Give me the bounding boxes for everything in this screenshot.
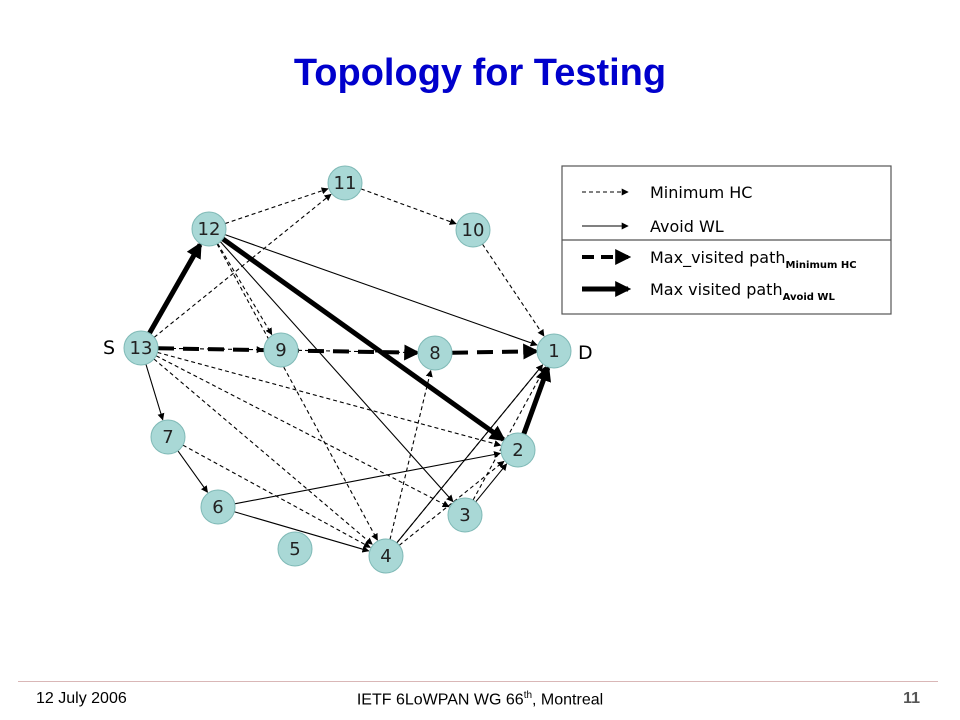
legend-label: Max visited pathAvoid WL: [650, 280, 835, 303]
edge-4-to-1-solid: [396, 364, 544, 544]
edge-13-to-7-solid: [145, 364, 165, 421]
node-1: 1: [536, 333, 572, 369]
node-label: 13: [130, 338, 153, 359]
node-label: 4: [380, 546, 391, 567]
edge-2-to-1-thick: [521, 364, 551, 435]
node-4: 4: [368, 538, 404, 574]
node-9: 9: [263, 332, 299, 368]
legend-label-main: Avoid WL: [650, 217, 724, 236]
edge-11-to-10-dotted: [360, 188, 457, 225]
node-3: 3: [447, 497, 483, 533]
footer-event: IETF 6LoWPAN WG 66th, Montreal: [0, 690, 960, 709]
node-label: 6: [212, 497, 223, 518]
edge-12-to-11-dotted: [224, 187, 329, 225]
edges-layer: [145, 187, 551, 553]
page-number: 11: [903, 690, 920, 707]
legend-label: Minimum HC: [650, 183, 752, 202]
node-circle: [327, 165, 363, 201]
footer-date: 12 July 2006: [36, 690, 127, 707]
edge-7-to-6-solid: [177, 450, 208, 493]
edge-6-to-2-solid: [234, 451, 502, 505]
edge-4-to-8-dotted: [389, 369, 433, 540]
node-2: 2: [500, 432, 536, 468]
node-8: 8: [417, 335, 453, 371]
node-6: 6: [200, 489, 236, 525]
node-7: 7: [150, 419, 186, 455]
node-label: 9: [275, 340, 286, 361]
edge-12-to-3-solid: [219, 241, 454, 503]
node-circle: [277, 531, 313, 567]
node-circle: [191, 211, 227, 247]
legend-label: Max_visited pathMinimum HC: [650, 248, 857, 271]
node-10: 10: [455, 212, 491, 248]
node-label: 7: [162, 427, 173, 448]
edge-12-to-4-dotted: [216, 243, 378, 541]
footer-divider: [18, 681, 938, 682]
destination-label: D: [578, 342, 593, 364]
node-11: 11: [327, 165, 363, 201]
node-label: 1: [548, 341, 559, 362]
node-12: 12: [191, 211, 227, 247]
edge-13-to-4-dotted: [153, 358, 373, 545]
node-label: 3: [459, 505, 470, 526]
edge-12-to-1-solid: [224, 234, 538, 347]
footer-event-name: IETF 6LoWPAN WG 66: [356, 691, 524, 709]
legend-label: Avoid WL: [650, 217, 724, 236]
node-label: 10: [462, 220, 485, 241]
node-circle: [263, 332, 299, 368]
edge-12-to-2-thick: [221, 236, 506, 442]
node-circle: [455, 212, 491, 248]
node-circle: [536, 333, 572, 369]
node-5: 5: [277, 531, 313, 567]
edge-13-to-12-thick: [147, 241, 203, 335]
edge-3-to-1-dotted: [472, 366, 546, 501]
node-circle: [417, 335, 453, 371]
node-label: 5: [289, 539, 300, 560]
edge-4-to-2-dotted: [398, 460, 505, 546]
node-circle: [500, 432, 536, 468]
node-label: 11: [334, 173, 357, 194]
node-label: 2: [512, 440, 523, 461]
node-label: 12: [198, 219, 221, 240]
footer-event-sup: th: [523, 690, 533, 701]
edge-13-to-3-dotted: [155, 355, 450, 508]
node-circle: [368, 538, 404, 574]
node-label: 8: [429, 343, 440, 364]
node-13: 13: [123, 330, 159, 366]
edge-13-to-2-dotted: [157, 351, 502, 448]
source-label: S: [103, 337, 115, 359]
legend-label-subscript: Avoid WL: [783, 292, 836, 303]
edge-12-to-9-dotted: [217, 243, 273, 336]
edge-6-to-4-solid: [234, 511, 370, 553]
topology-diagram: 13 12 11 10 9 8 1 7 6 5 4 3 2 S D Minimum HC Avoid WL…: [103, 165, 892, 574]
node-circle: [447, 497, 483, 533]
nodes-layer: 13 12 11 10 9 8 1 7 6 5 4 3 2: [123, 165, 572, 574]
node-circle: [150, 419, 186, 455]
legend-label-main: Max_visited path: [650, 248, 786, 268]
node-circle: [200, 489, 236, 525]
edge-8-to-1-thick-dashed: [451, 343, 540, 360]
footer-event-location: , Montreal: [532, 691, 604, 709]
legend-label-subscript: Minimum HC: [786, 260, 857, 271]
slide-title: Topology for Testing: [293, 52, 667, 94]
edge-3-to-2-solid: [475, 463, 508, 503]
edge-10-to-1-dotted: [481, 243, 545, 337]
node-circle: [123, 330, 159, 366]
legend-label-main: Max visited path: [650, 280, 783, 299]
legend-label-main: Minimum HC: [650, 183, 752, 202]
